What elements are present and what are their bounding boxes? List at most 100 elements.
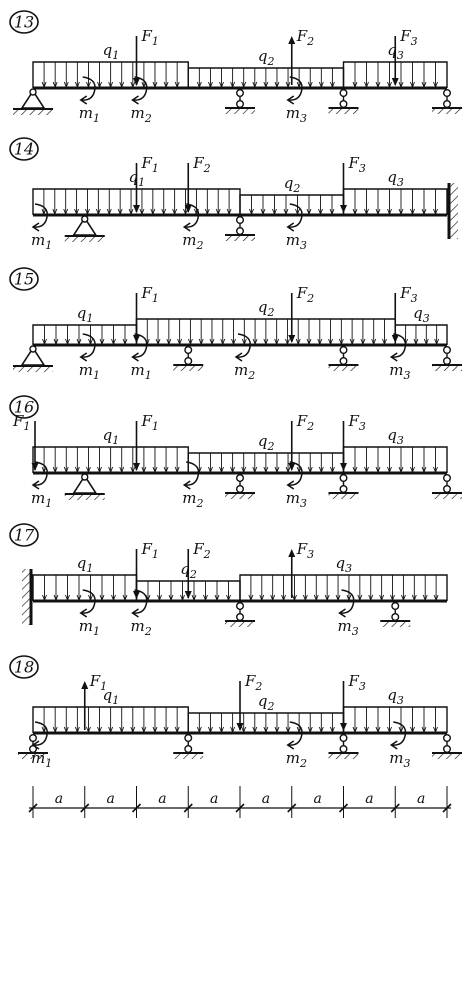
- load-label-q1-subscript: 1: [112, 49, 119, 62]
- moment-label-m2-subscript: 2: [144, 112, 152, 125]
- force-label-F2: F2: [296, 412, 314, 433]
- force-arrow-head: [133, 463, 140, 471]
- roller-support: [432, 734, 462, 759]
- load-label-q2: q2: [258, 692, 275, 713]
- force-label-F2-symbol: F: [244, 672, 256, 690]
- load-label-q1-subscript: 1: [86, 562, 93, 575]
- support-hinge: [29, 345, 37, 353]
- support-hinge-top: [184, 734, 193, 743]
- problem-number-circle: [9, 523, 39, 547]
- moment-label-m1-symbol: m: [79, 361, 93, 379]
- support-hinge-top: [339, 346, 348, 355]
- load-label-q2-subscript: 2: [292, 182, 300, 195]
- dimension-label: a: [210, 791, 218, 807]
- load-label-q3: q3: [387, 686, 404, 707]
- distributed-load-q2: q2: [187, 692, 345, 734]
- support-hatching: [225, 236, 255, 241]
- support-hatching: [64, 495, 105, 500]
- moment-label-m3-subscript: 3: [300, 239, 307, 252]
- load-label-q2: q2: [258, 47, 275, 68]
- force-label-F2-symbol: F: [192, 540, 204, 558]
- moment-label-m3-subscript: 3: [300, 497, 307, 510]
- moment-label-m1: m1: [79, 361, 100, 382]
- moment-label-m3-symbol: m: [389, 361, 403, 379]
- load-label-q2-symbol: q: [258, 692, 268, 710]
- force-arrow-head: [391, 78, 399, 86]
- distributed-load-q3: q3: [239, 554, 448, 602]
- moment-label-m3-symbol: m: [338, 617, 352, 635]
- roller-support: [225, 215, 255, 241]
- moment-label-m1-symbol: m: [31, 749, 45, 767]
- force-label-F3: F3: [296, 540, 314, 561]
- force-label-F2: F2: [296, 27, 314, 48]
- support-hatching: [328, 109, 359, 114]
- moment-label-m3: m3: [286, 489, 307, 510]
- problem-number-circle: [9, 267, 39, 291]
- distributed-load-q3: q3: [342, 41, 448, 89]
- load-label-q3-subscript: 3: [423, 312, 430, 325]
- support-hinge-top: [29, 734, 38, 743]
- moment-m3: m3: [286, 76, 307, 125]
- moment-label-m2-subscript: 2: [195, 497, 203, 510]
- load-label-q3-symbol: q: [387, 686, 397, 704]
- moment-arc: [236, 333, 251, 358]
- moment-m3: m3: [389, 721, 410, 770]
- moment-m1: m1: [31, 203, 52, 252]
- moment-arrow-head: [389, 352, 398, 362]
- moment-label-m2-symbol: m: [131, 617, 145, 635]
- moment-label-m1: m1: [131, 361, 152, 382]
- force-F1: F1: [133, 154, 159, 213]
- load-label-q2-subscript: 2: [189, 568, 197, 581]
- problem-number-circle: [9, 655, 39, 679]
- load-outline: [342, 706, 448, 733]
- force-label-F2-symbol: F: [296, 284, 308, 302]
- load-label-q3: q3: [336, 554, 353, 575]
- support-hinge-top: [443, 734, 452, 743]
- support-hatching: [432, 494, 462, 499]
- roller-support: [380, 602, 411, 627]
- force-label-F1-subscript: 1: [100, 680, 107, 693]
- load-label-q3: q3: [413, 304, 430, 325]
- support-hinge-bottom: [443, 357, 452, 366]
- force-label-F3: F3: [348, 154, 366, 175]
- load-label-q3-symbol: q: [387, 41, 397, 59]
- force-arrow-head: [340, 723, 347, 731]
- moment-arrow-head: [79, 95, 88, 105]
- wall-hatching: [449, 183, 458, 239]
- load-outline: [342, 446, 448, 473]
- moment-label-m3: m3: [389, 361, 410, 382]
- force-label-F1-subscript: 1: [152, 548, 159, 561]
- load-label-q3: q3: [387, 426, 404, 447]
- dimension-tick: [390, 803, 400, 813]
- force-label-F1-symbol: F: [12, 412, 24, 430]
- force-label-F2: F2: [192, 154, 210, 175]
- moment-label-m1-symbol: m: [79, 617, 93, 635]
- load-label-q1-symbol: q: [103, 41, 113, 59]
- force-label-F2: F2: [244, 672, 262, 693]
- force-label-F3-subscript: 3: [307, 548, 314, 561]
- force-label-F3: F3: [399, 284, 417, 305]
- force-arrow-head: [391, 335, 399, 343]
- moment-m2: m2: [286, 721, 307, 770]
- load-outline: [342, 188, 448, 215]
- support-hatching: [225, 622, 255, 627]
- support-hinge-top: [339, 88, 348, 97]
- moment-arc: [81, 333, 96, 358]
- roller-support: [225, 474, 255, 499]
- moment-label-m3-subscript: 3: [403, 369, 410, 382]
- force-label-F3-symbol: F: [399, 284, 411, 302]
- load-label-q1: q1: [103, 41, 120, 62]
- force-arrow-head: [133, 78, 140, 86]
- moment-label-m1: m1: [31, 231, 52, 252]
- force-arrow-head: [133, 591, 140, 599]
- force-F3: F3: [340, 412, 366, 471]
- moment-m2: m2: [131, 589, 152, 638]
- force-label-F2-symbol: F: [296, 27, 308, 45]
- dimension-tick: [28, 803, 38, 813]
- distributed-load-q3: q3: [342, 686, 448, 734]
- force-label-F2-subscript: 2: [306, 420, 314, 433]
